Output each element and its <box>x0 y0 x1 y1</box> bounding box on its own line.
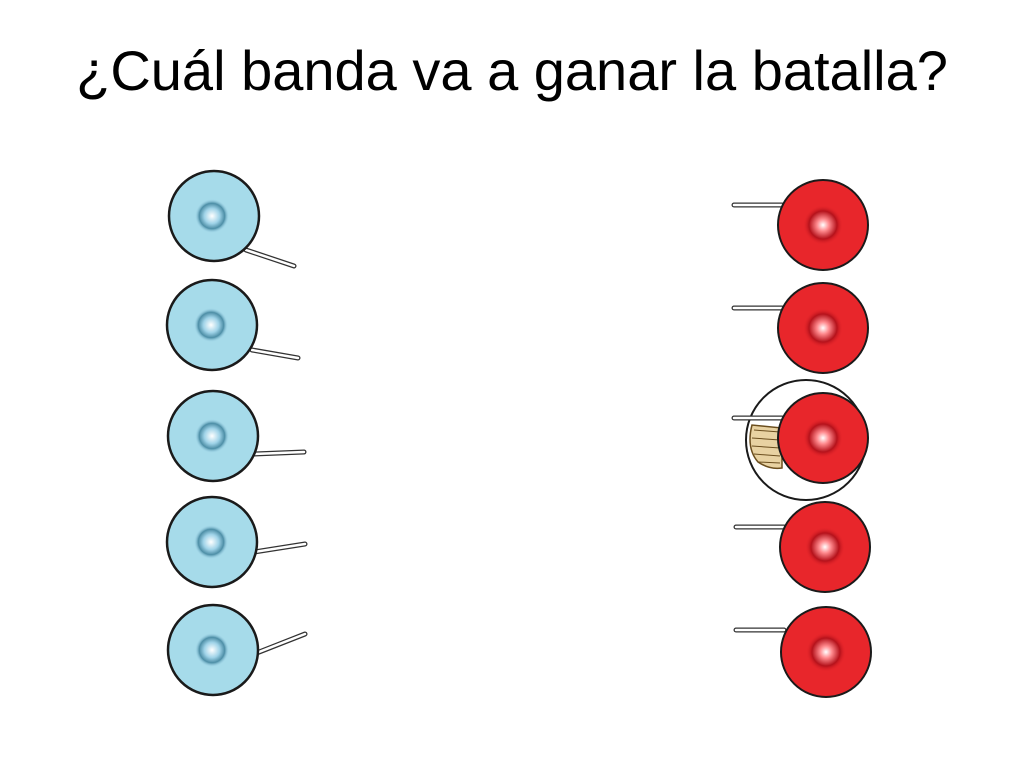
blue-cell-icon <box>167 169 297 269</box>
blue-cell-icon <box>165 278 301 372</box>
red-cell-icon <box>731 392 869 484</box>
blue-cell-icon <box>165 495 308 589</box>
blue-cell-icon <box>166 389 307 483</box>
red-cell-icon <box>733 501 871 593</box>
red-band <box>731 179 872 698</box>
blue-band <box>165 169 308 697</box>
slide-title: ¿Cuál banda va a ganar la batalla? <box>76 39 948 102</box>
blue-cell-icon <box>166 603 308 697</box>
red-cell-icon <box>733 606 872 698</box>
red-cell-icon <box>731 179 869 271</box>
red-cell-icon <box>731 282 869 374</box>
